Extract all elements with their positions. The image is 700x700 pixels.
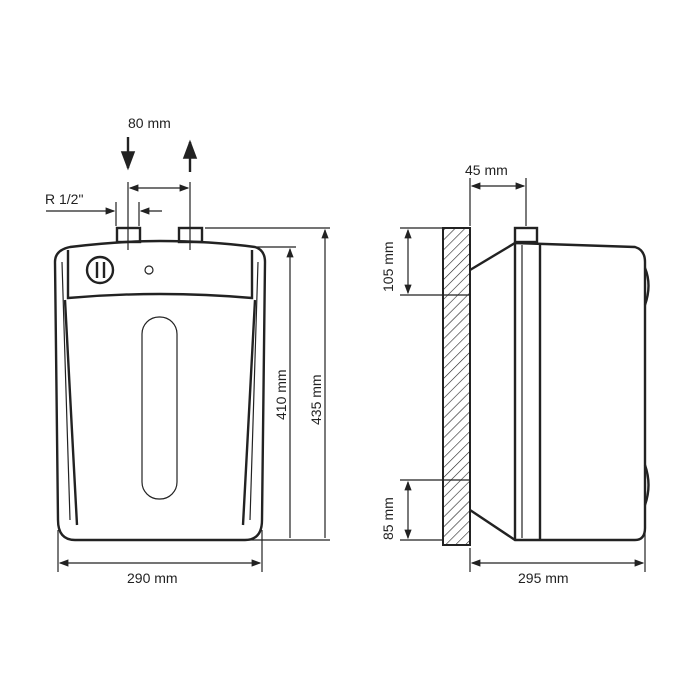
- depth-label: 295 mm: [518, 570, 569, 586]
- wall-section: [442, 227, 471, 546]
- top-mount-label: 105 mm: [380, 241, 396, 292]
- body-height-label: 410 mm: [273, 369, 289, 420]
- level-window: [141, 316, 178, 500]
- control-panel: [66, 250, 254, 300]
- indicator-lamp-icon: [144, 265, 154, 275]
- thread-size-label: R 1/2": [45, 191, 83, 207]
- thermostat-knob-icon: [85, 255, 115, 285]
- side-view: 45 mm 105 mm 85 mm 295 mm: [380, 162, 650, 586]
- pipe-spacing-label: 80 mm: [128, 115, 171, 131]
- front-view: 80 mm R 1/2" 410 mm 435 mm 290 mm: [45, 115, 330, 586]
- total-height-label: 435 mm: [308, 374, 324, 425]
- side-fitting: [513, 226, 539, 244]
- pipe-offset-label: 45 mm: [465, 162, 508, 178]
- heater-body-side: [469, 241, 647, 542]
- heater-body-front: [53, 239, 267, 542]
- width-label: 290 mm: [127, 570, 178, 586]
- bottom-mount-label: 85 mm: [380, 497, 396, 540]
